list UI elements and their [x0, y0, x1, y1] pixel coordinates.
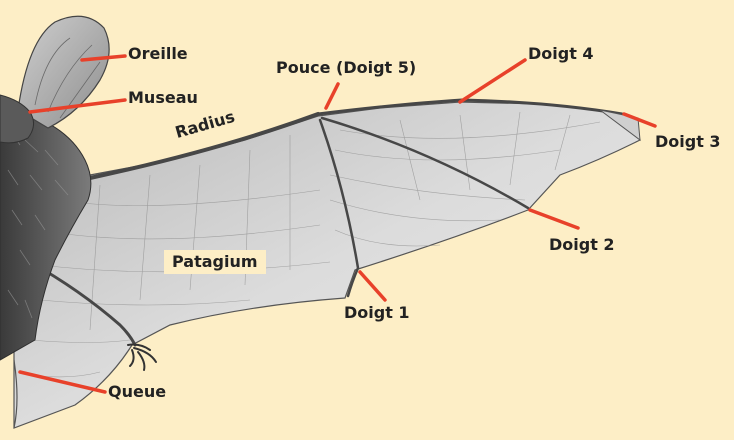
label-queue: Queue	[108, 384, 166, 400]
foot	[128, 345, 156, 370]
wing-membrane	[14, 102, 640, 428]
leader-pouce	[326, 84, 338, 108]
leader-doigt1	[360, 272, 385, 300]
leader-doigt2	[530, 210, 578, 228]
label-oreille: Oreille	[128, 46, 188, 62]
label-patagium: Patagium	[164, 250, 266, 274]
label-museau: Museau	[128, 90, 198, 106]
label-doigt1: Doigt 1	[344, 305, 410, 321]
label-doigt2: Doigt 2	[549, 237, 615, 253]
label-doigt4: Doigt 4	[528, 46, 594, 62]
label-pouce: Pouce (Doigt 5)	[276, 60, 416, 76]
label-doigt3: Doigt 3	[655, 134, 721, 150]
leader-doigt4	[460, 60, 525, 102]
